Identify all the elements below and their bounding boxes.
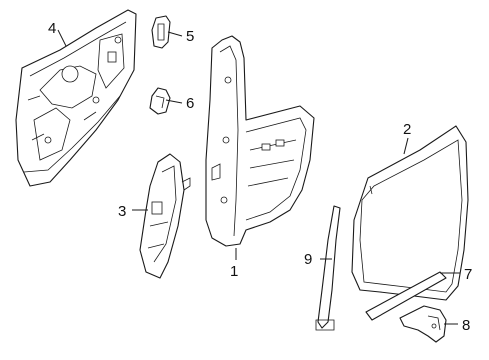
part-4-inner-panel — [15, 9, 137, 187]
callout-2: 2 — [403, 121, 411, 138]
leader-lines — [57, 29, 460, 325]
part-5-bracket — [151, 15, 171, 49]
callout-5: 5 — [186, 28, 194, 45]
callout-6: 6 — [186, 95, 194, 112]
part-6-clip — [149, 87, 171, 115]
leader-4 — [57, 29, 67, 47]
part-2-outer-door-panel — [351, 125, 469, 301]
callout-9: 9 — [304, 251, 312, 268]
part-3-pillar-reinforcement — [139, 153, 191, 279]
part-7-weatherstrip — [365, 271, 447, 321]
callout-7: 7 — [464, 266, 472, 283]
leader-5 — [167, 31, 183, 37]
part-8-hinge-bracket — [399, 305, 447, 343]
callout-8: 8 — [462, 317, 470, 334]
part-1-door-frame — [205, 35, 315, 247]
callout-4: 4 — [48, 20, 56, 37]
leader-6 — [165, 99, 183, 104]
callout-1: 1 — [230, 263, 238, 280]
leader-2 — [403, 137, 409, 155]
callout-3: 3 — [118, 203, 126, 220]
part-9-link-rod — [315, 205, 341, 331]
